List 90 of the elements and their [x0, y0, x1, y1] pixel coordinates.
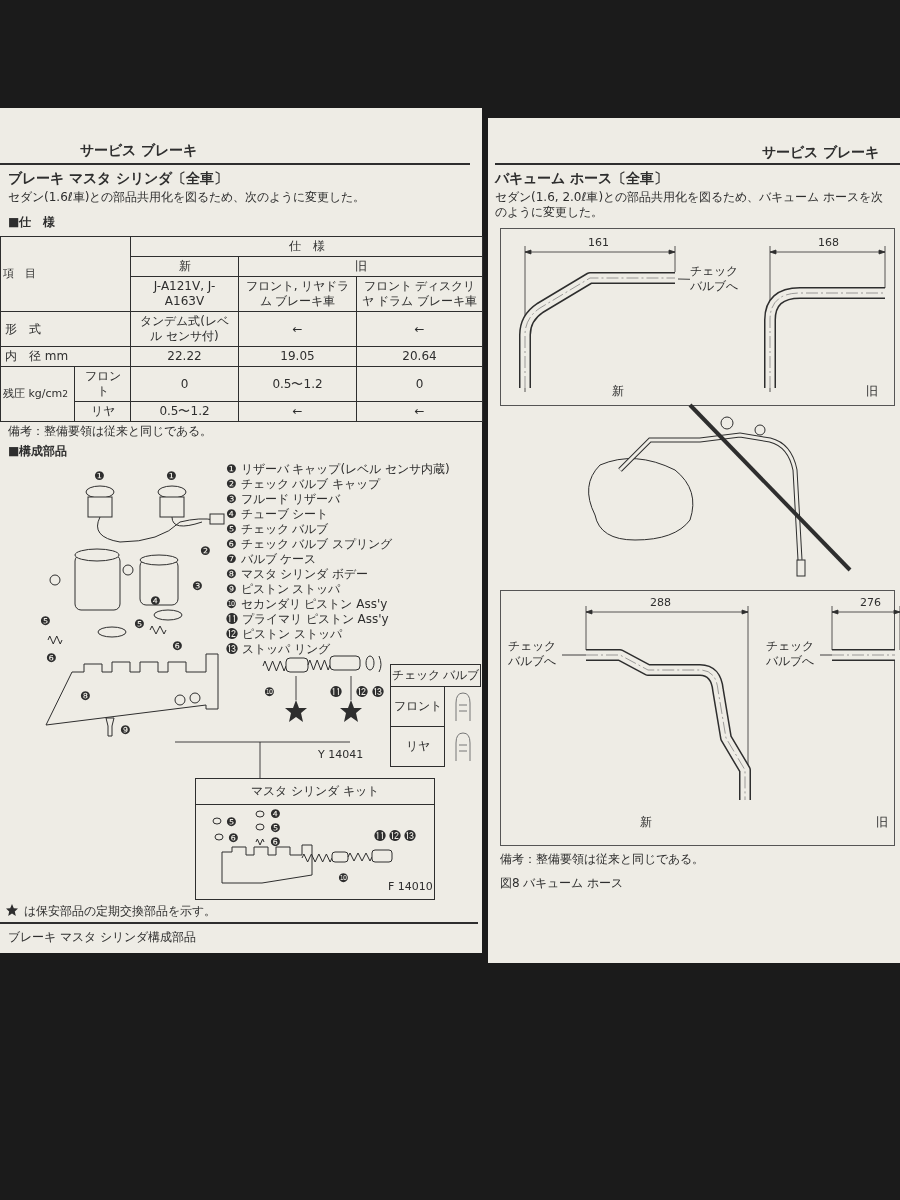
view-label: 新 — [640, 815, 652, 830]
leader-line — [677, 278, 691, 280]
section-heading: バキューム ホース〔全車〕 — [495, 170, 668, 188]
callout-number: ⓫ — [330, 686, 342, 698]
valve-table-cell: フロント — [391, 687, 445, 727]
leader-line — [561, 654, 587, 656]
page-header: サービス ブレーキ — [762, 144, 879, 162]
star-icon — [340, 700, 362, 722]
spec-table-cell: 仕 様 — [131, 237, 483, 257]
callout-text: チェックバルブへ — [690, 264, 744, 296]
callout-text: チェックバルブへ — [766, 639, 820, 671]
callout-number: ⓫ — [374, 830, 386, 842]
callout-number: ❿ — [338, 872, 349, 884]
callout-number: ⓭ — [404, 830, 416, 842]
valve-table-cell: チェック バルブ — [391, 665, 481, 687]
spec-table-cell: リヤ — [75, 402, 131, 422]
star-icon — [285, 700, 307, 722]
spec-table-cell: 旧 — [239, 257, 483, 277]
spec-table-cell: 22.22 — [131, 347, 239, 367]
spec-table-cell: 19.05 — [239, 347, 357, 367]
parts-list-item: ⓭ ストッパ リング — [226, 642, 330, 657]
spec-table-cell: フロント — [75, 367, 131, 402]
spec-table-cell: J-A121V, J-A163V — [131, 277, 239, 312]
dimension-value: 288 — [650, 596, 671, 610]
spec-table-cell: フロント, リヤドラム ブレーキ車 — [239, 277, 357, 312]
dimension-value: 276 — [860, 596, 881, 610]
figure-caption: ブレーキ マスタ シリンダ構成部品 — [8, 930, 196, 945]
spec-table-cell: ← — [239, 312, 357, 347]
callout-number: ❸ — [192, 580, 203, 592]
parts-list-item: ❷ チェック バルブ キャップ — [226, 477, 381, 492]
callout-number: ❺ — [40, 615, 51, 627]
section-heading: ■仕 様 — [8, 215, 56, 230]
section-heading: ■構成部品 — [8, 444, 68, 459]
bracket-line — [174, 741, 351, 779]
callout-number: ⓭ — [372, 686, 384, 698]
spec-table-cell: 0.5〜1.2 — [239, 367, 357, 402]
callout-number: ❾ — [120, 724, 131, 736]
spec-table-cell: フロント ディスクリヤ ドラム ブレーキ車 — [357, 277, 483, 312]
callout-number: ❺ — [270, 822, 281, 834]
callout-number: ❻ — [270, 836, 281, 848]
spec-table-cell: ← — [357, 402, 483, 422]
body-text: セダン(1.6ℓ車)との部品共用化を図るため、次のように変更した。 — [8, 190, 366, 205]
callout-number: ❻ — [172, 640, 183, 652]
panel-heading: マスタ シリンダ キット — [196, 779, 434, 805]
leader-line — [295, 675, 297, 701]
view-label: 旧 — [876, 815, 888, 830]
callout-text: チェックバルブへ — [508, 639, 562, 671]
callout-number: ❺ — [226, 816, 237, 828]
spec-table-cell: 0.5〜1.2 — [131, 402, 239, 422]
spec-table-cell: タンデム式(レベル センサ付) — [131, 312, 239, 347]
view-label: 旧 — [866, 384, 878, 399]
note-text: は保安部品の定期交換部品を示す。 — [24, 904, 216, 919]
dimension-value: 168 — [818, 236, 839, 250]
spec-table-cell: ← — [239, 402, 357, 422]
note-text: 備考：整備要領は従来と同じである。 — [8, 424, 212, 439]
callout-number: ❿ — [264, 686, 275, 698]
parts-list-item: ⓬ ピストン ストッパ — [226, 627, 342, 642]
callout-number: ❻ — [46, 652, 57, 664]
leader-line — [819, 654, 833, 656]
dimension-value: 161 — [588, 236, 609, 250]
note-text: 備考：整備要領は従来と同じである。 — [500, 852, 704, 867]
spec-table-cell: 内 径 mm — [1, 347, 131, 367]
callout-number: ❽ — [80, 690, 91, 702]
parts-list-item: ⓫ プライマリ ピストン Ass'y — [226, 612, 389, 627]
view-label: 新 — [612, 384, 624, 399]
figure-code: F 14010 — [388, 880, 433, 894]
leader-line — [350, 675, 352, 701]
figure-caption: 図8 バキューム ホース — [500, 876, 624, 891]
spec-table-cell: 形 式 — [1, 312, 131, 347]
kit-panel — [195, 778, 435, 900]
spec-table-cell: 20.64 — [357, 347, 483, 367]
section-heading: ブレーキ マスタ シリンダ〔全車〕 — [8, 170, 228, 188]
valve-table-cell: リヤ — [391, 727, 445, 767]
page-header: サービス ブレーキ — [80, 142, 197, 160]
callout-number: ❻ — [228, 832, 239, 844]
spec-table-cell: 項 目 — [1, 237, 131, 312]
spec-table-cell: 新 — [131, 257, 239, 277]
figure-code: Y 14041 — [318, 748, 364, 762]
spec-table-cell: ← — [357, 312, 483, 347]
parts-list-item: ❹ チューブ シート — [226, 507, 329, 522]
callout-number: ❹ — [150, 595, 161, 607]
parts-list-item: ❶ リザーバ キャップ(レベル センサ内蔵) — [226, 462, 450, 477]
callout-number: ⓬ — [389, 830, 401, 842]
callout-number: ⓬ — [356, 686, 368, 698]
spec-table-cell: 0 — [357, 367, 483, 402]
spec-table-cell: 0 — [131, 367, 239, 402]
callout-number: ❷ — [200, 545, 211, 557]
callout-number: ❹ — [270, 808, 281, 820]
body-text: セダン(1.6, 2.0ℓ車)との部品共用化を図るため、バキューム ホースを次のように変更した。 — [495, 190, 884, 220]
callout-number: ❺ — [134, 618, 145, 630]
